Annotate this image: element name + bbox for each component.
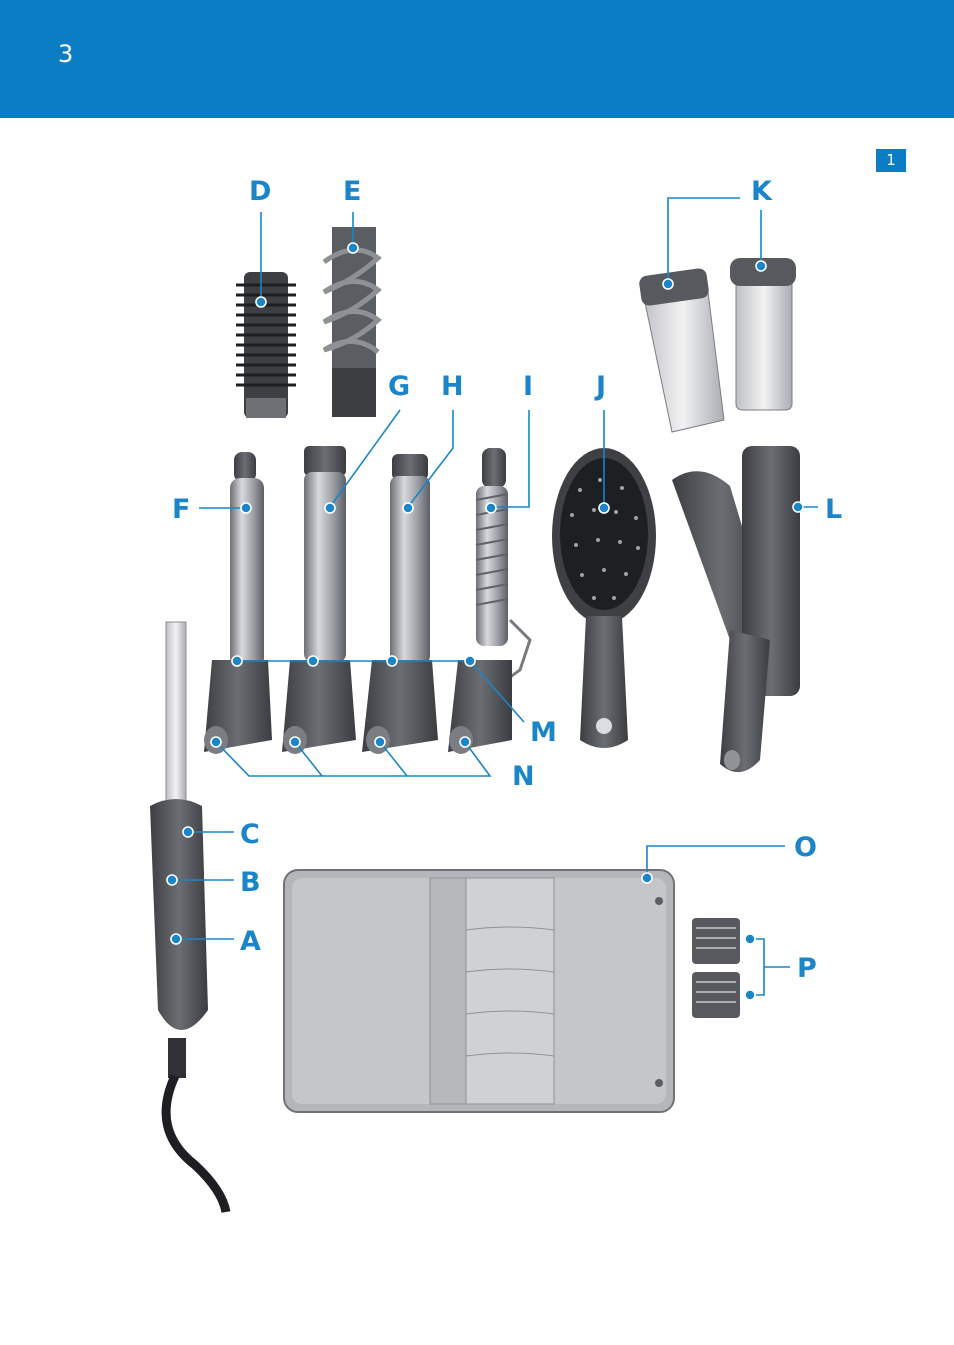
storage-pouch-o	[284, 870, 674, 1112]
curling-tong-g	[282, 446, 356, 754]
label-b: B	[240, 867, 261, 898]
hair-straightener-l	[672, 446, 800, 772]
curling-tong-h	[362, 454, 438, 754]
label-l: L	[825, 494, 842, 525]
label-a: A	[240, 926, 261, 957]
hair-clips-p	[692, 918, 740, 1018]
label-p: P	[797, 953, 817, 984]
label-e: E	[343, 176, 361, 207]
spiral-tong-i	[448, 448, 530, 754]
label-i: I	[523, 371, 533, 402]
label-f: F	[172, 494, 190, 525]
label-h: H	[441, 371, 464, 402]
label-d: D	[249, 176, 271, 207]
label-g: G	[388, 371, 410, 402]
label-n: N	[512, 761, 535, 792]
straightener-plates-k	[638, 258, 796, 432]
label-m: M	[530, 717, 557, 748]
label-k: K	[751, 176, 773, 207]
label-o: O	[794, 832, 817, 863]
label-c: C	[240, 819, 260, 850]
label-j: J	[594, 371, 606, 402]
spiral-attachment-e	[324, 227, 378, 417]
curling-tong-f	[204, 452, 272, 754]
brush-attachment-d	[236, 272, 296, 418]
